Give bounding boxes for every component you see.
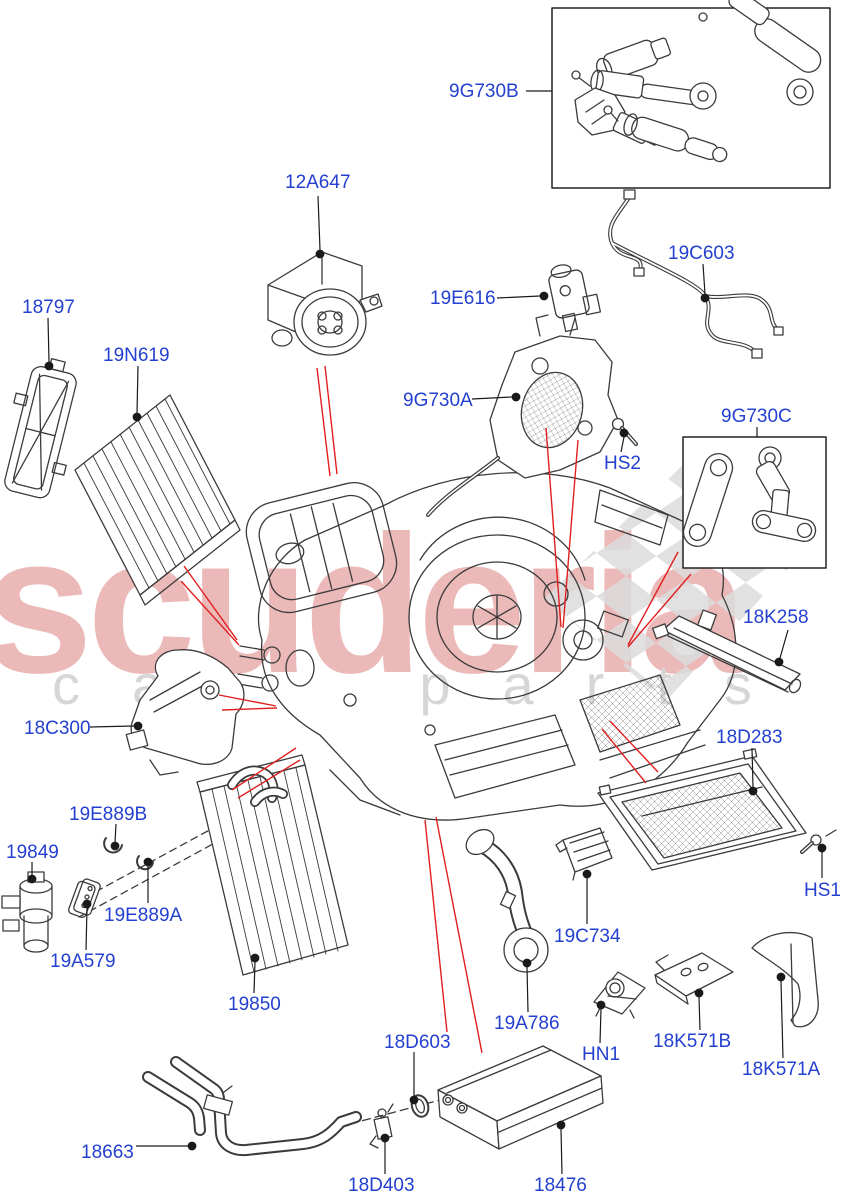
main-hvac-housing-drawing <box>237 472 737 821</box>
parts-box-9G730B <box>551 0 831 189</box>
part-label-18C300[interactable]: 18C300 <box>24 718 91 739</box>
part-label-18K258[interactable]: 18K258 <box>743 607 809 628</box>
clip-19E889A <box>136 855 154 871</box>
part-drawing-19C734 <box>555 827 613 881</box>
part-label-18K571A[interactable]: 18K571A <box>742 1059 821 1080</box>
part-drawing-18663 <box>142 1056 362 1157</box>
part-label-18797[interactable]: 18797 <box>22 297 75 318</box>
leader-lines <box>27 90 827 1175</box>
part-drawing-12A647 <box>267 251 383 356</box>
part-label-12A647[interactable]: 12A647 <box>285 172 351 193</box>
part-drawing-19850 <box>196 754 349 976</box>
part-label-19E889B[interactable]: 19E889B <box>69 804 148 825</box>
parts-box-9G730C <box>682 436 827 569</box>
part-drawing-19A786 <box>465 828 549 973</box>
part-drawing-18K571A <box>751 931 819 1028</box>
part-label-18663[interactable]: 18663 <box>81 1142 134 1163</box>
part-label-9G730B[interactable]: 9G730B <box>449 81 519 102</box>
seal-19A579 <box>68 878 101 918</box>
part-label-18D603[interactable]: 18D603 <box>384 1032 451 1053</box>
part-drawing-18K258 <box>652 609 802 694</box>
part-drawing-9G730A <box>426 314 619 517</box>
pipe-axis-and-clips <box>68 819 234 918</box>
clip-19E889B <box>103 837 123 854</box>
part-drawing-18C300 <box>125 649 245 776</box>
part-label-18D283[interactable]: 18D283 <box>716 727 783 748</box>
part-label-19C734[interactable]: 19C734 <box>554 926 621 947</box>
part-drawing-19849 <box>1 871 53 953</box>
part-label-19C603[interactable]: 19C603 <box>668 243 735 264</box>
part-drawing-18797 <box>4 358 77 499</box>
part-label-9G730A[interactable]: 9G730A <box>403 390 473 411</box>
part-drawing-19C603 <box>608 189 784 359</box>
part-drawing-19E616 <box>548 264 602 333</box>
part-label-18K571B[interactable]: 18K571B <box>653 1031 732 1052</box>
part-label-HS2[interactable]: HS2 <box>604 453 641 474</box>
part-label-19E889A[interactable]: 19E889A <box>104 905 183 926</box>
part-label-19A579[interactable]: 19A579 <box>50 951 116 972</box>
part-label-19A786[interactable]: 19A786 <box>494 1013 560 1034</box>
part-drawing-18D403 <box>369 1103 394 1149</box>
part-label-HN1[interactable]: HN1 <box>582 1044 621 1065</box>
part-drawing-18K571B <box>654 952 734 1005</box>
part-drawing-HS2-screw <box>611 417 638 446</box>
part-label-19849[interactable]: 19849 <box>6 842 59 863</box>
part-drawing-19N619 <box>74 394 241 606</box>
part-label-HS1[interactable]: HS1 <box>804 880 841 901</box>
part-drawing-18D283 <box>597 748 807 871</box>
part-label-18D403[interactable]: 18D403 <box>348 1175 415 1196</box>
part-label-19E616[interactable]: 19E616 <box>430 288 496 309</box>
part-label-9G730C[interactable]: 9G730C <box>721 406 792 427</box>
part-drawing-18476 <box>437 1045 604 1150</box>
part-label-18476[interactable]: 18476 <box>534 1175 587 1196</box>
part-label-19N619[interactable]: 19N619 <box>103 345 170 366</box>
part-label-19850[interactable]: 19850 <box>228 994 281 1015</box>
part-drawing-HN1-clip <box>593 971 646 1019</box>
callout-lines <box>180 365 692 1054</box>
part-drawing-HS1-screw <box>800 829 837 854</box>
